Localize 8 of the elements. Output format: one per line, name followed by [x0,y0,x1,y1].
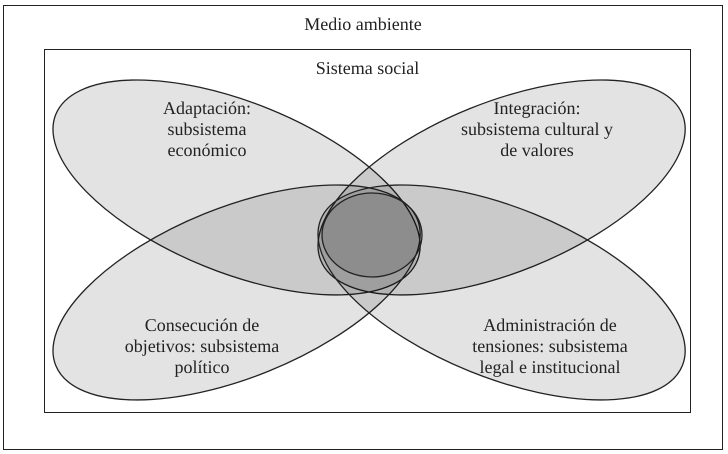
environment-frame [3,5,723,450]
system-frame [44,49,691,413]
subsystem-label: Administración de tensiones: subsistema legal e institucional [471,315,629,378]
subsystem-label: Adaptación: subsistema económico [162,98,252,162]
subsystem-label: Consecución de objetivos: subsistema político [124,315,280,378]
subsystem-label: Integración: subsistema cultural y de valores [460,98,614,162]
frame-heading: Medio ambiente [304,14,422,35]
frame-heading: Sistema social [316,58,420,79]
